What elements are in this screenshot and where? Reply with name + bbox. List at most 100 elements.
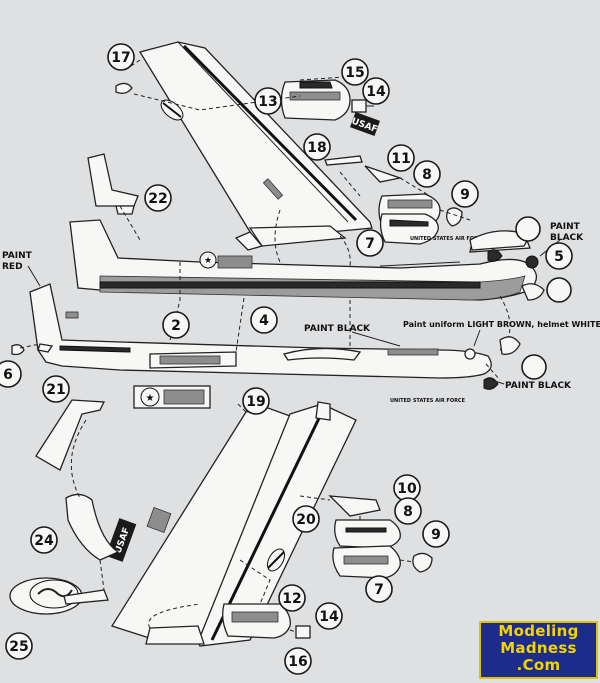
paint-black-canopy-line1: PAINT (550, 222, 581, 232)
roundel-lower (266, 548, 286, 572)
callout-number: 22 (148, 191, 167, 207)
logo-line-1: Modeling (498, 622, 579, 640)
callout-circle (365, 575, 393, 603)
callout-circle (394, 497, 422, 525)
paint-red-line2: RED (2, 262, 23, 272)
callout-number: 14 (366, 84, 386, 100)
paint-black-nose-label: PAINT BLACK (505, 381, 572, 391)
callout-number: 9 (460, 187, 470, 203)
callout-15-c15: 15 (341, 58, 369, 86)
callout-circle (162, 311, 190, 339)
callout-number: 16 (288, 654, 307, 670)
paint-black-spine-label: PAINT BLACK (304, 324, 371, 334)
callout-number: 6 (3, 367, 13, 383)
callout-number: 18 (307, 140, 326, 156)
callout-circle (413, 160, 441, 188)
callout-circle (362, 77, 390, 105)
callout-circle (356, 229, 384, 257)
lower-wing (111, 401, 357, 647)
callout-circle (107, 43, 135, 71)
callout-11-c11: 11 (387, 144, 415, 172)
callout-number: 7 (365, 236, 375, 252)
callout-circle (341, 58, 369, 86)
engine-nozzle-14a (351, 99, 374, 113)
callout-12-c12: 12 (278, 584, 306, 612)
small-part-6 (11, 344, 25, 356)
callout-circle (387, 144, 415, 172)
callout-number: 10 (397, 481, 417, 497)
callout-5-c5: 5 (545, 242, 573, 270)
tail-fin-22 (87, 153, 139, 215)
callout-circle (5, 632, 33, 660)
callout-number: 13 (258, 94, 277, 110)
callout-2-c2: 2 (162, 311, 190, 339)
callout-circle (42, 375, 70, 403)
fuselage-belly-panel (149, 351, 237, 369)
callout-blank-cblank3 (521, 354, 547, 380)
callout-number: 20 (296, 512, 316, 528)
callout-8-c8a: 8 (413, 160, 441, 188)
callout-20-c20: 20 (292, 505, 320, 533)
callout-number: 4 (259, 313, 269, 329)
small-part-17 (115, 82, 133, 94)
callout-number: 5 (554, 249, 564, 265)
intake-9a (446, 207, 463, 227)
upper-wing (138, 41, 373, 251)
callout-number: 11 (391, 151, 410, 167)
callout-circle (242, 387, 270, 415)
display-stand-25 (9, 577, 109, 615)
usaf-fuselage-upper-text: UNITED STATES AIR FORCE (410, 236, 486, 242)
callout-16-c16: 16 (284, 647, 312, 675)
callout-circle (422, 520, 450, 548)
callout-circle (250, 306, 278, 334)
intake-9b (412, 552, 433, 573)
callout-24-c24: 24 (30, 526, 58, 554)
svg-text:★: ★ (146, 393, 155, 404)
fuselage-upper-stencil: UNITED STATES AIR FORCE (410, 236, 486, 242)
callout-blank-cblank2 (546, 277, 572, 303)
pylon-10 (328, 495, 381, 517)
callout-21-c21: 21 (42, 375, 70, 403)
callout-7-c7a: 7 (356, 229, 384, 257)
callout-circle (292, 505, 320, 533)
callout-22-c22: 22 (144, 184, 172, 212)
callout-circle (0, 360, 22, 388)
engine-nozzle-14b (295, 625, 311, 639)
fuselage-lower-half (29, 283, 492, 379)
callout-6-c6: 6 (0, 360, 22, 388)
callout-7-c7b: 7 (365, 575, 393, 603)
callout-circle (545, 242, 573, 270)
canopy-part (469, 230, 539, 269)
callout-number: 2 (171, 318, 181, 334)
callout-number: 14 (319, 609, 339, 625)
part-18-probe (324, 155, 403, 183)
part-24 (65, 493, 120, 561)
callout-circle (278, 584, 306, 612)
callout-9-c9a: 9 (451, 180, 479, 208)
callout-circle (254, 87, 282, 115)
callout-circle (315, 602, 343, 630)
callout-4-c4: 4 (250, 306, 278, 334)
callout-14-c14a: 14 (362, 77, 390, 105)
paint-uniform-label: Paint uniform LIGHT BROWN, helmet WHITE. (403, 320, 600, 329)
usaf-fuselage-lower-text: UNITED STATES AIR FORCE (390, 398, 466, 404)
logo-line-2: Madness (500, 639, 577, 657)
svg-text:★: ★ (204, 256, 212, 266)
engine-pod-7b (332, 545, 401, 579)
callout-blank-cblank1 (515, 216, 541, 242)
callout-number: 15 (345, 65, 364, 81)
tail-fin-21 (35, 399, 106, 471)
callout-circle (546, 277, 572, 303)
callout-number: 12 (282, 591, 301, 607)
callout-18-c18: 18 (303, 133, 331, 161)
callout-8-c8b: 8 (394, 497, 422, 525)
engine-pod-7a (379, 213, 439, 245)
callout-14-c14b: 14 (315, 602, 343, 630)
callout-circle (30, 526, 58, 554)
decal-card: ★ (133, 385, 211, 409)
callout-number: 17 (111, 50, 130, 66)
engine-pod-8b (334, 519, 401, 549)
modeling-madness-logo: Modeling Madness .Com (479, 621, 598, 679)
